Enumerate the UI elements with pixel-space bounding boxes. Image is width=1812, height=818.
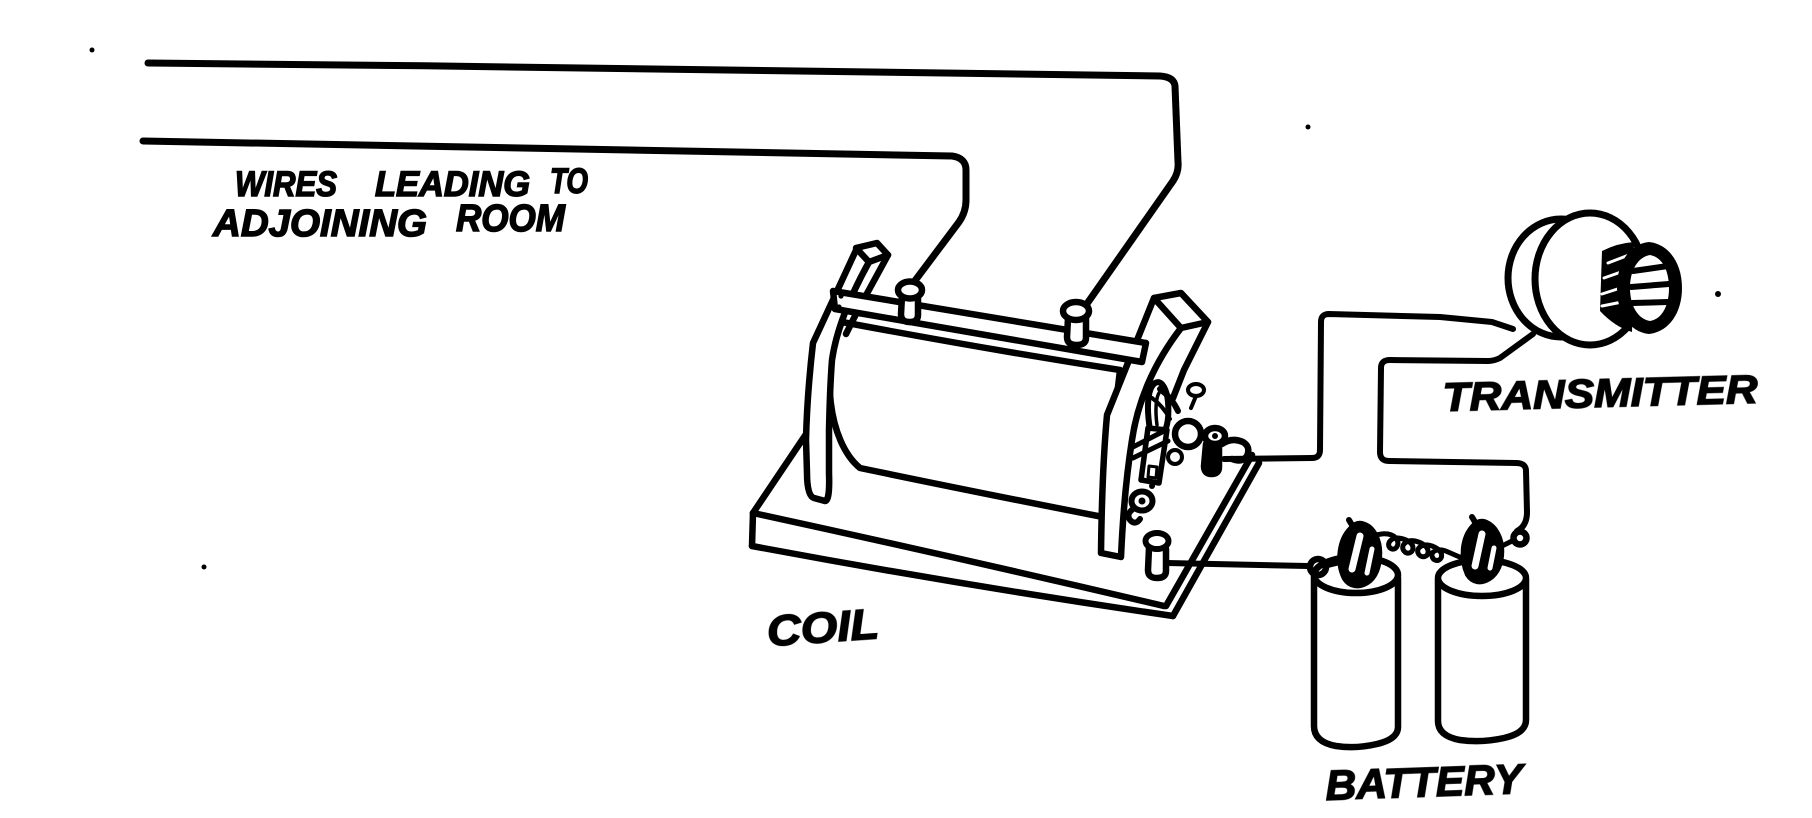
svg-text:WIRES: WIRES [235,165,337,204]
svg-text:TO: TO [550,162,588,201]
svg-text:COIL: COIL [765,600,880,656]
svg-text:ROOM: ROOM [456,198,566,240]
svg-text:BATTERY: BATTERY [1325,755,1528,809]
svg-text:ADJOINING: ADJOINING [212,203,427,245]
svg-text:LEADING: LEADING [375,165,530,204]
svg-text:TRANSMITTER: TRANSMITTER [1442,368,1758,420]
